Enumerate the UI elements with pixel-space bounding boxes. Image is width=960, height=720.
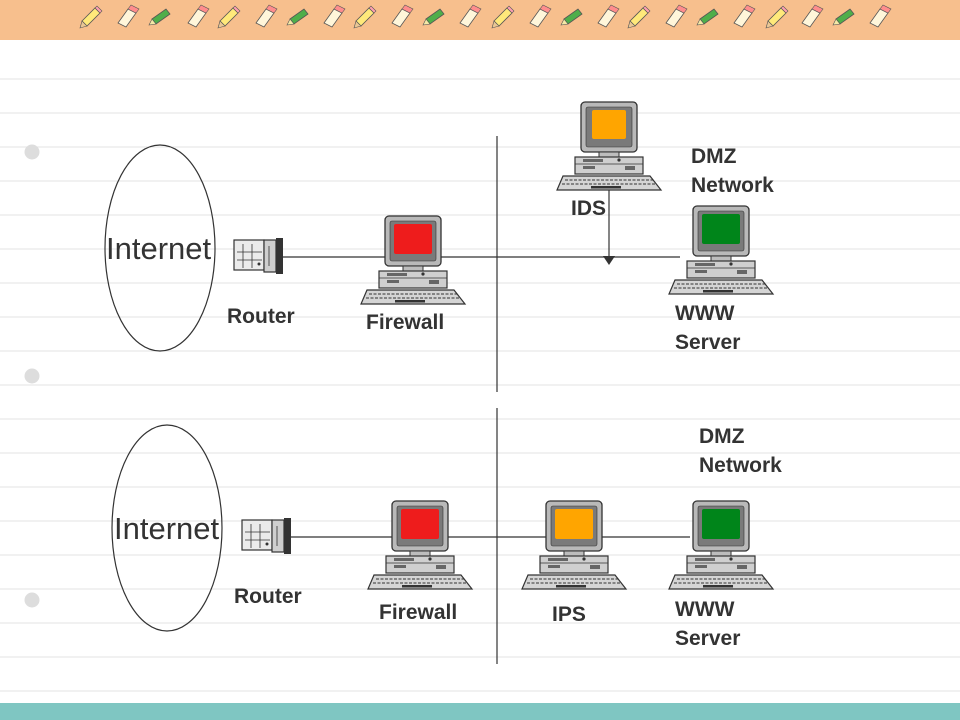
bottom-firewall-label: Firewall [379, 601, 458, 624]
top-internet-label: Internet [106, 231, 212, 266]
bottom-dmz-label-line1: DMZ [699, 425, 745, 448]
top-server-label: WWW Server [675, 299, 740, 357]
ips-icon [521, 500, 627, 590]
firewall-icon [367, 500, 473, 590]
top-server-label-line2: Server [675, 331, 741, 354]
ips-screen [555, 509, 593, 539]
top-firewall-label: Firewall [366, 311, 445, 334]
ids-tap-arrow-icon [603, 256, 615, 265]
bottom-server-label-line2: Server [675, 627, 741, 650]
bottom-internet-label: Internet [114, 511, 220, 546]
internet-cloud [104, 144, 216, 352]
bottom-diagram [111, 408, 774, 664]
www-server-screen [702, 509, 740, 539]
ruled-lines [0, 78, 960, 692]
binder-hole-icon [24, 592, 40, 608]
binder-hole-icon [24, 144, 40, 160]
www-server-icon [668, 500, 774, 590]
internet-cloud [111, 424, 223, 632]
ids-icon [556, 101, 662, 191]
firewall-icon [360, 215, 466, 305]
bottom-server-label: WWW Server [675, 595, 740, 653]
top-router-label: Router [227, 305, 295, 328]
router-icon [241, 517, 292, 555]
binder-holes [24, 144, 40, 608]
bottom-router-label: Router [234, 585, 302, 608]
top-dmz-label-line2: Network [691, 174, 774, 197]
binder-hole-icon [24, 368, 40, 384]
www-server-screen [702, 214, 740, 244]
firewall-screen [401, 509, 439, 539]
top-dmz-label: DMZ Network [691, 142, 774, 200]
bottom-ips-label: IPS [552, 603, 586, 626]
top-diagram [104, 101, 774, 392]
top-ids-label: IDS [571, 197, 607, 220]
bottom-server-label-line1: WWW [675, 598, 735, 621]
www-server-icon [668, 205, 774, 295]
bottom-dmz-label: DMZ Network [699, 422, 782, 480]
firewall-screen [394, 224, 432, 254]
top-server-label-line1: WWW [675, 302, 735, 325]
router-icon [233, 237, 284, 275]
bottom-dmz-label-line2: Network [699, 454, 782, 477]
footer-band [0, 703, 960, 720]
ids-screen [592, 110, 626, 139]
top-dmz-label-line1: DMZ [691, 145, 737, 168]
